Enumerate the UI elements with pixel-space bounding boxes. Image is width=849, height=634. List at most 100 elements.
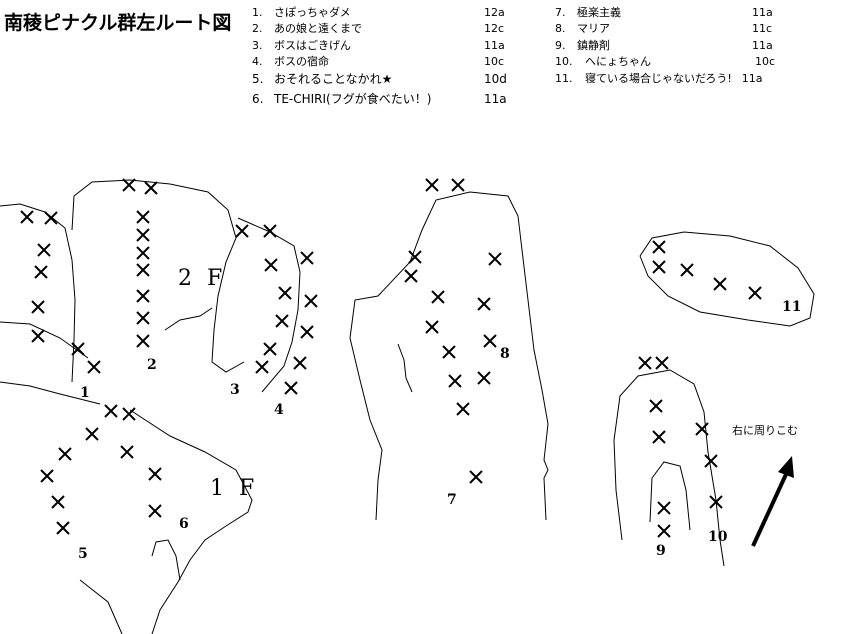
bolt-x-icon (704, 454, 718, 468)
route-label-8: 8 (500, 346, 510, 362)
outline-7-8-crack (397, 343, 413, 393)
route-label-11: 11 (782, 299, 802, 315)
bolt-x-icon (40, 469, 54, 483)
bolt-x-icon (263, 224, 277, 238)
bolt-x-icon (136, 246, 150, 260)
bolt-x-icon (293, 356, 307, 370)
bolt-x-icon (263, 342, 277, 356)
route-label-2: 2 (147, 357, 157, 373)
bolt-x-icon (85, 427, 99, 441)
bolt-x-icon (300, 325, 314, 339)
bolt-x-icon (122, 178, 136, 192)
bolt-x-icon (431, 290, 445, 304)
route-label-4: 4 (274, 402, 284, 418)
bolt-x-icon (638, 356, 652, 370)
bolt-x-icon (748, 286, 762, 300)
bolt-x-icon (56, 521, 70, 535)
route-label-5: 5 (78, 546, 88, 562)
bolt-x-icon (655, 356, 669, 370)
bolt-x-icon (451, 178, 465, 192)
bolt-x-icon (483, 334, 497, 348)
bolt-x-icon (477, 371, 491, 385)
route-label-3: 3 (230, 382, 240, 398)
legend-item: 5.おそれることなかれ★10d (252, 72, 507, 86)
bolt-x-icon (58, 447, 72, 461)
bolt-x-icon (425, 178, 439, 192)
bolt-x-icon (713, 277, 727, 291)
outline-left (0, 203, 76, 383)
floor-2f-label: 2 F (178, 266, 227, 291)
outline-left-ledge (0, 321, 89, 359)
page-title: 南稜ピナクル群左ルート図 (4, 12, 232, 34)
outline-7-8 (349, 191, 549, 521)
bolt-x-icon (148, 467, 162, 481)
route-label-6: 6 (179, 516, 189, 532)
route-label-10: 10 (708, 529, 728, 545)
bolt-x-icon (695, 422, 709, 436)
bolt-x-icon (136, 334, 150, 348)
bolt-x-icon (657, 524, 671, 538)
outline-1f-left (0, 381, 101, 405)
bolt-x-icon (652, 260, 666, 274)
bolt-x-icon (148, 504, 162, 518)
bolt-x-icon (87, 360, 101, 374)
bolt-x-icon (652, 240, 666, 254)
bolt-x-icon (71, 342, 85, 356)
bolt-x-icon (120, 445, 134, 459)
bolt-x-icon (300, 251, 314, 265)
bolt-x-icon (31, 329, 45, 343)
bolt-x-icon (136, 210, 150, 224)
outline-2f (71, 179, 245, 373)
bolt-x-icon (144, 181, 158, 195)
bolt-x-icon (235, 224, 249, 238)
bolt-x-icon (136, 228, 150, 242)
bolt-x-icon (709, 495, 723, 509)
arrow-icon (751, 469, 790, 547)
legend-item: 11.寝ている場合じゃないだろう!11a (555, 72, 763, 85)
bolt-x-icon (104, 404, 118, 418)
bolt-x-icon (20, 210, 34, 224)
bolt-x-icon (425, 320, 439, 334)
bolt-x-icon (442, 345, 456, 359)
bolt-x-icon (652, 430, 666, 444)
bolt-x-icon (488, 252, 502, 266)
bolt-x-icon (278, 286, 292, 300)
bolt-x-icon (31, 300, 45, 314)
route-label-7: 7 (447, 492, 457, 508)
bolt-x-icon (456, 402, 470, 416)
bolt-x-icon (34, 265, 48, 279)
bolt-x-icon (448, 374, 462, 388)
bolt-x-icon (404, 269, 418, 283)
bolt-x-icon (122, 407, 136, 421)
outline-squiggle (164, 307, 213, 331)
bolt-x-icon (477, 297, 491, 311)
outline-1f-step (151, 539, 181, 581)
route-label-1: 1 (80, 385, 90, 401)
bolt-marks (20, 178, 762, 538)
bolt-x-icon (37, 243, 51, 257)
bolt-x-icon (284, 381, 298, 395)
route-label-9: 9 (656, 543, 666, 559)
bolt-x-icon (408, 250, 422, 264)
bolt-x-icon (469, 470, 483, 484)
arrow-head-icon (778, 456, 794, 478)
bolt-x-icon (136, 263, 150, 277)
outline-9-10 (613, 369, 725, 567)
bolt-x-icon (136, 289, 150, 303)
outline-11 (639, 231, 815, 327)
bolt-x-icon (136, 311, 150, 325)
bolt-x-icon (255, 360, 269, 374)
outline-1f-right (129, 409, 253, 634)
legend-item: 6.TE-CHIRI(フグが食べたい！)11a (252, 92, 507, 106)
bolt-x-icon (44, 211, 58, 225)
bolt-x-icon (275, 314, 289, 328)
bolt-x-icon (51, 495, 65, 509)
